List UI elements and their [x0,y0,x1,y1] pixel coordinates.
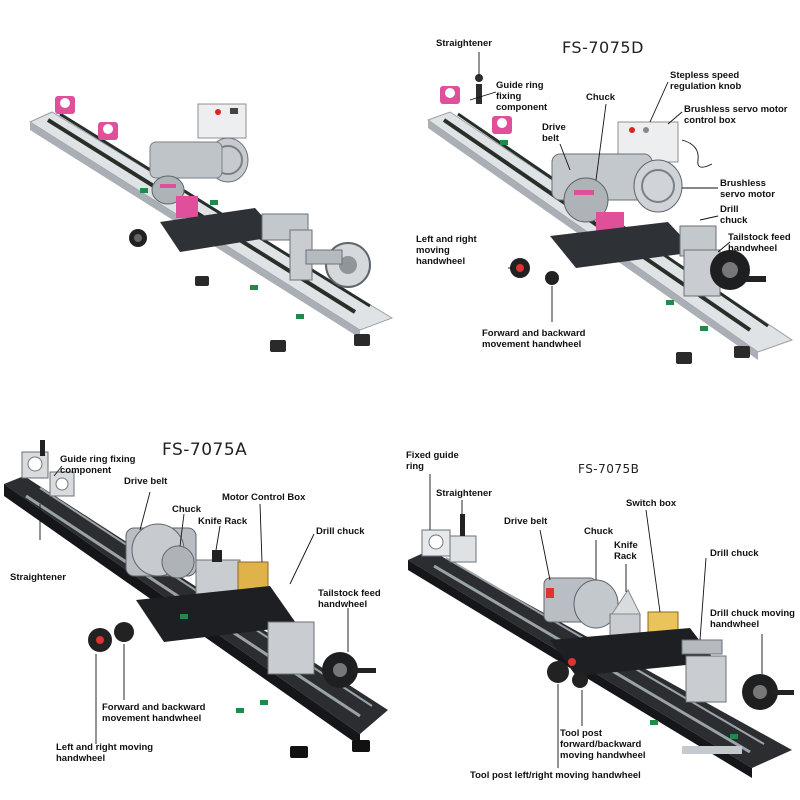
label-drill-chuck-moving-handwheel: Drill chuck moving handwheel [710,608,795,630]
motor [149,137,249,183]
cross-slide [136,586,298,642]
foot [195,276,209,286]
lathe-illustration-fs-7075b [408,474,794,778]
label-drive-belt: Drive belt [124,476,168,487]
label-tailstock-feed-handwheel: Tailstock feed handwheel [728,232,791,254]
foot [290,746,308,758]
cross-slide [550,628,716,676]
knife-rack [176,196,198,218]
callout-leaders [39,465,349,744]
label-fixed-guide-ring: Fixed guide ring [406,450,459,472]
tailstock [685,655,794,710]
rail-blocks [180,614,268,713]
label-chuck: Chuck [172,504,202,515]
label-stepless-speed-knob: Stepless speed regulation knob [670,70,742,92]
model-title: FS-7075D [562,38,644,57]
cross-slide [160,208,280,252]
lathe-illustration-fs-7075a [4,440,388,758]
label-switch-box: Switch box [626,498,677,509]
rail-end-cap [682,746,742,754]
guide-ring-fixing-component [55,96,118,140]
label-straightener: Straightener [436,488,492,499]
cross-slide [550,222,696,268]
panel-top-right: FS-7075D Straightener Guide ring fixing … [400,0,800,400]
label-straightener: Straightener [10,572,66,583]
forward-backward-handwheel [545,271,559,285]
label-drive-belt: Drive belt [542,122,566,144]
label-left-right-handwheel: Left and right moving handwheel [416,234,477,267]
straightener [449,514,477,563]
label-forward-backward-handwheel: Forward and backward movement handwheel [482,328,586,350]
label-straightener: Straightener [436,38,492,49]
rail-blocks [140,188,304,319]
panel-top-left [0,0,400,400]
panel-bottom-right: FS-7075B Fixed guide ring Straightener D… [400,400,800,800]
label-guide-ring-fixing: Guide ring fixing component [496,80,548,113]
rail-blocks [650,720,738,739]
callout-leaders [469,52,731,322]
label-tailstock-feed-handwheel: Tailstock feed handwheel [318,588,381,610]
model-title: FS-7075B [578,462,640,476]
guide-ring-fixing-component [440,86,512,134]
motor-control-box [197,103,247,139]
panel-bottom-left: FS-7075A Guide ring fixing component Dri… [0,400,400,800]
chuck [161,545,195,579]
fixed-guide-ring [421,529,451,557]
tool-post-left-right-handwheel [547,658,576,683]
foot [734,346,750,358]
drill-chuck [681,639,723,655]
rail-blocks [500,140,708,331]
foot [352,740,370,752]
label-guide-ring-fixing: Guide ring fixing component [60,454,136,476]
foot [270,340,286,352]
tool-post-forward-backward-handwheel [572,672,588,688]
label-forward-backward-handwheel: Forward and backward movement handwheel [102,702,206,724]
callout-leaders [429,474,763,768]
label-tool-post-forward-backward: Tool post forward/backward moving handwh… [560,728,646,761]
label-tool-post-left-right: Tool post left/right moving handwheel [470,770,641,781]
label-drill-chuck: Drill chuck [316,526,365,537]
tailstock [267,621,376,688]
label-knife-rack: Knife Rack [614,540,638,562]
lathe-illustration-fs-7075d [426,52,794,364]
label-left-right-handwheel: Left and right moving handwheel [56,742,154,764]
label-drill-chuck: Drill chuck [710,548,759,559]
knife-rack [195,550,241,597]
chuck [563,177,609,223]
label-chuck: Chuck [584,526,614,537]
label-knife-rack: Knife Rack [198,516,248,527]
label-motor-control-box: Motor Control Box [222,492,306,503]
forward-backward-handwheel [114,622,134,642]
tailstock [261,213,371,288]
left-right-handwheel [88,628,112,652]
handwheel [129,229,147,247]
label-brushless-servo-motor: Brushless servo motor [720,178,775,200]
model-title: FS-7075A [162,440,248,460]
label-chuck: Chuck [586,92,616,103]
guide-ring-fixing-component [21,440,75,497]
left-right-handwheel [510,258,530,278]
tailstock [679,225,766,297]
foot [676,352,692,364]
guide-rail [59,112,371,308]
label-drill-chuck: Drill chuck [720,204,748,226]
straightener [475,74,483,104]
foot [354,334,370,346]
label-brushless-control-box: Brushless servo motor control box [684,104,788,126]
lathe-illustration-top-left [28,96,394,352]
label-drive-belt: Drive belt [504,516,548,527]
